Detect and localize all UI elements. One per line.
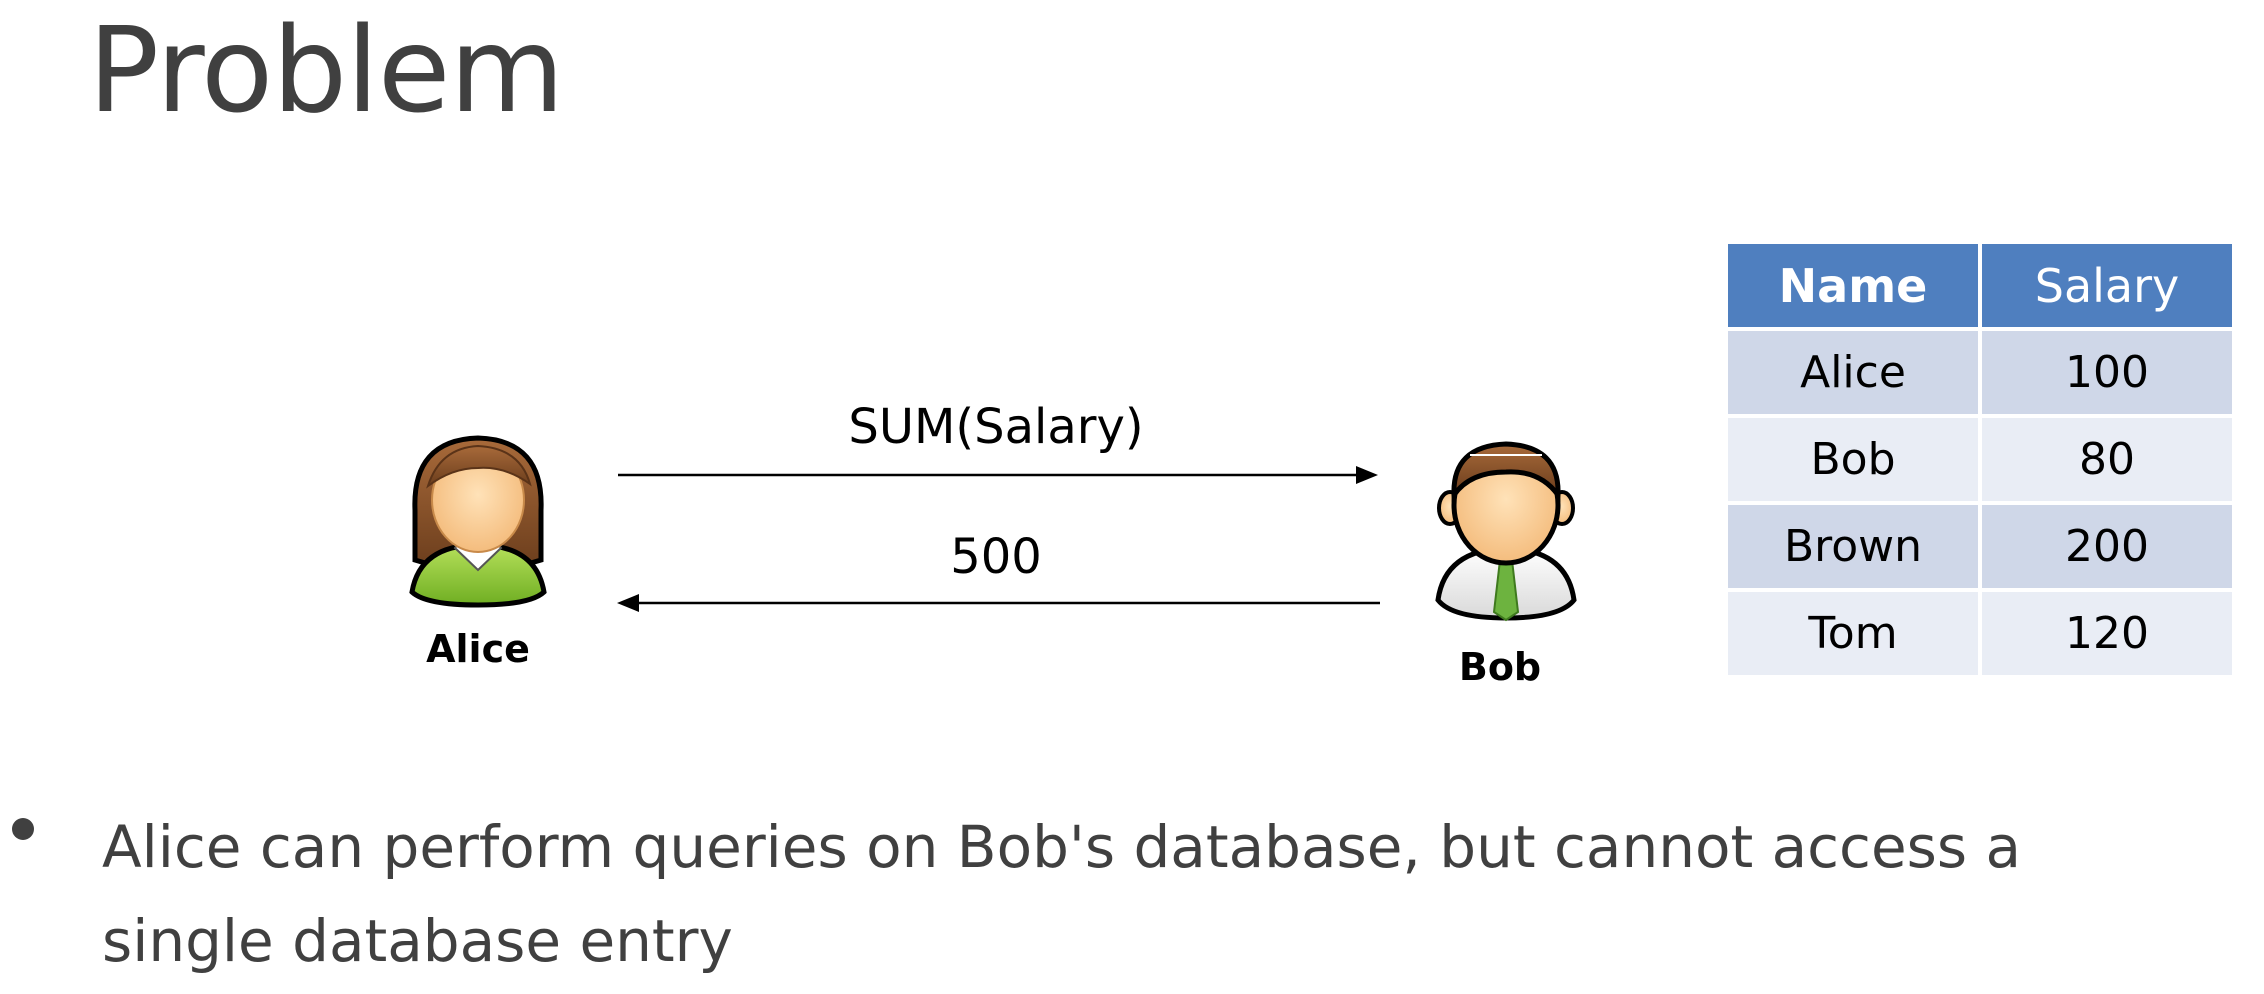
- table-cell-salary: 80: [1982, 418, 2232, 501]
- table-cell-salary: 100: [1982, 331, 2232, 414]
- bob-label: Bob: [1459, 645, 1541, 689]
- table-row: Brown 200: [1728, 505, 2232, 588]
- response-arrow: [617, 594, 1380, 612]
- table-cell-salary: 200: [1982, 505, 2232, 588]
- table-row: Alice 100: [1728, 331, 2232, 414]
- query-arrow: [618, 466, 1378, 484]
- salary-table: Name Salary Alice 100 Bob 80 Brown 200 T…: [1724, 240, 2236, 679]
- slide-title: Problem: [88, 1, 564, 139]
- table-cell-name: Tom: [1728, 592, 1978, 675]
- bullet-dot-icon: [12, 818, 34, 840]
- response-label: 500: [950, 529, 1042, 585]
- table-cell-name: Brown: [1728, 505, 1978, 588]
- salary-column-header: Salary: [1982, 244, 2232, 327]
- bullet-text: Alice can perform queries on Bob's datab…: [102, 813, 2022, 975]
- table-cell-name: Bob: [1728, 418, 1978, 501]
- name-column-header: Name: [1728, 244, 1978, 327]
- table-header-row: Name Salary: [1728, 244, 2232, 327]
- table-cell-salary: 120: [1982, 592, 2232, 675]
- query-label: SUM(Salary): [848, 399, 1143, 455]
- table-row: Bob 80: [1728, 418, 2232, 501]
- alice-avatar: [409, 435, 547, 608]
- table-cell-name: Alice: [1728, 331, 1978, 414]
- table-row: Tom 120: [1728, 592, 2232, 675]
- alice-label: Alice: [426, 627, 530, 671]
- bob-avatar: [1435, 441, 1577, 622]
